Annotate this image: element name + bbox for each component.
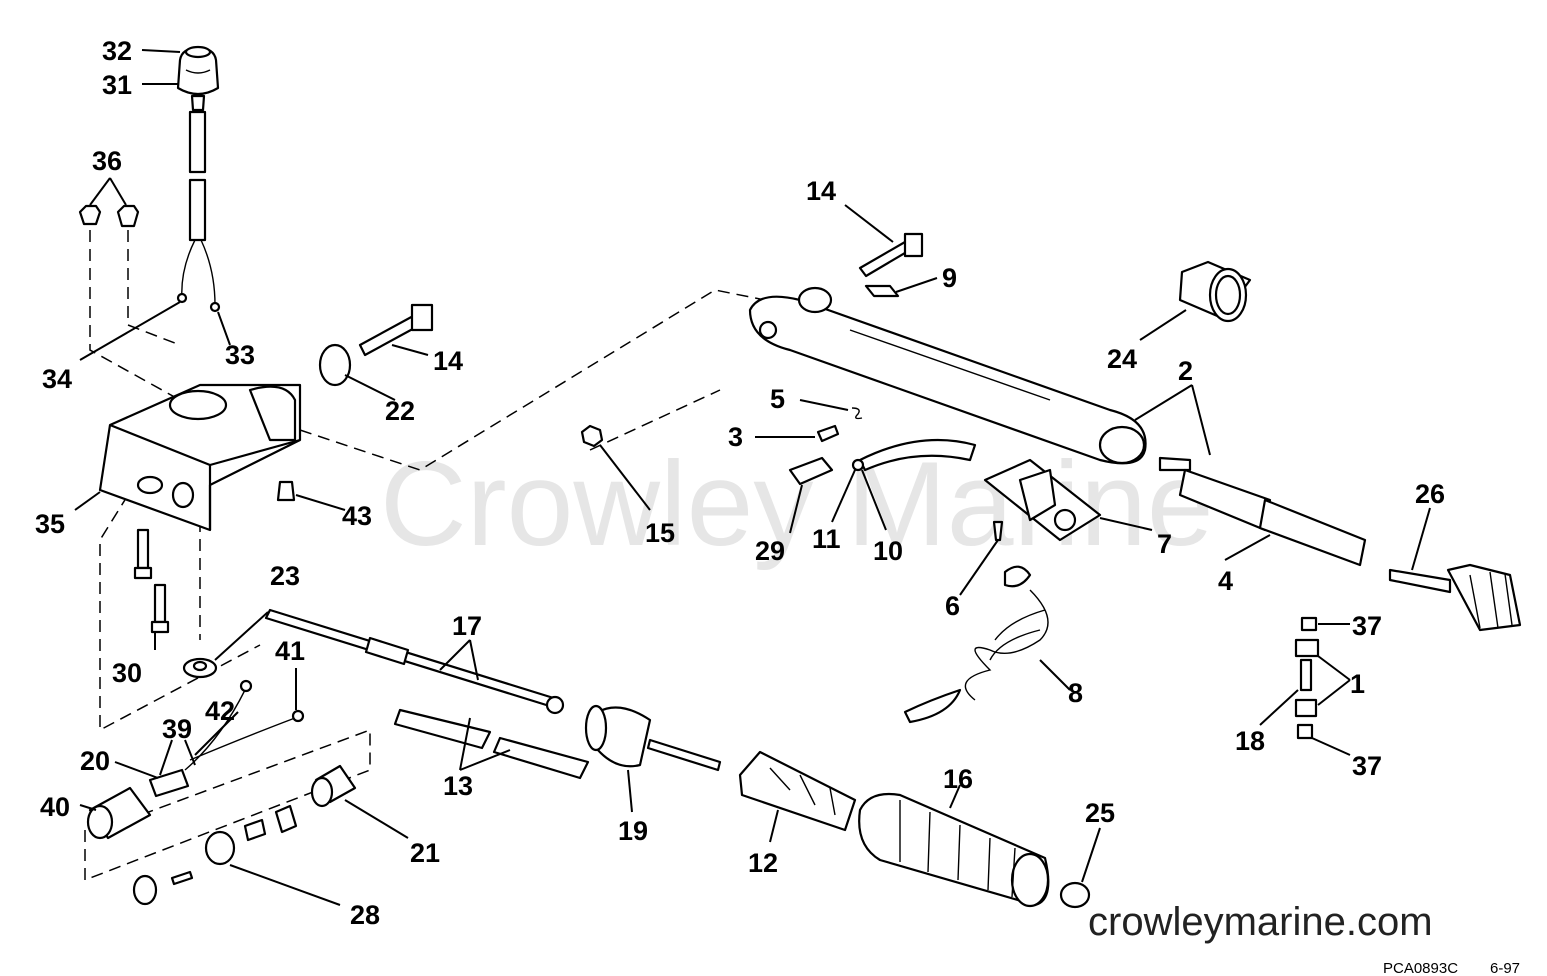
callout-4: 4 (1218, 566, 1233, 596)
callout-34: 34 (42, 364, 72, 394)
part-plug-29[interactable] (788, 456, 834, 486)
callout-13: 13 (443, 771, 473, 801)
part-washer-22[interactable] (318, 343, 352, 387)
callout-43: 43 (342, 501, 372, 531)
part-spring-5[interactable] (851, 407, 863, 420)
part-nut-15[interactable] (580, 424, 604, 448)
callout-32: 32 (102, 36, 132, 66)
callout-17: 17 (452, 611, 482, 641)
callout-21: 21 (410, 838, 440, 868)
callout-10: 10 (873, 536, 903, 566)
part-screws-30[interactable] (133, 528, 170, 634)
part-wire-harness[interactable] (176, 110, 221, 313)
part-grip-16[interactable] (858, 792, 1050, 908)
drawing-code: PCA0893C (1383, 960, 1458, 976)
part-plate-7[interactable] (983, 458, 1102, 542)
callout-14-left: 14 (433, 346, 463, 376)
part-kit-28[interactable] (132, 804, 298, 906)
part-pin-3[interactable] (816, 424, 840, 443)
part-bolt-14-right[interactable] (858, 232, 924, 278)
assembly-dashed-lines (84, 230, 791, 882)
callout-37-bottom: 37 (1352, 751, 1382, 781)
callout-18: 18 (1235, 726, 1265, 756)
callout-20: 20 (80, 746, 110, 776)
callout-15: 15 (645, 518, 675, 548)
callout-26: 26 (1415, 479, 1445, 509)
callout-22: 22 (385, 396, 415, 426)
part-bracket-35[interactable] (98, 383, 302, 532)
part-washer-23[interactable] (182, 657, 218, 679)
callout-24: 24 (1107, 344, 1137, 374)
callout-labels: 32 31 36 34 33 14 22 35 43 30 23 41 42 3… (35, 36, 1445, 930)
part-nuts-36[interactable] (78, 204, 140, 228)
part-wire-10-11[interactable] (851, 438, 977, 472)
part-cap-31-32[interactable] (176, 45, 220, 112)
callout-2: 2 (1178, 356, 1193, 386)
site-label[interactable]: crowleymarine.com (1088, 900, 1433, 944)
part-throttle-tube-4[interactable] (1158, 456, 1367, 567)
callout-6: 6 (945, 591, 960, 621)
callout-16: 16 (943, 764, 973, 794)
callout-1: 1 (1350, 669, 1365, 699)
callout-14-right: 14 (806, 176, 836, 206)
callout-30: 30 (112, 658, 142, 688)
callout-3: 3 (728, 422, 743, 452)
part-connector-20-40[interactable] (86, 679, 305, 840)
callout-12: 12 (748, 848, 778, 878)
callout-31: 31 (102, 70, 132, 100)
part-cap-25[interactable] (1059, 881, 1091, 909)
part-steering-arm[interactable] (748, 286, 1147, 465)
part-grip-housing-12[interactable] (738, 750, 857, 832)
callout-25: 25 (1085, 798, 1115, 828)
callout-33: 33 (225, 340, 255, 370)
callout-11: 11 (812, 524, 841, 554)
callout-28: 28 (350, 900, 380, 930)
callout-37-top: 37 (1352, 611, 1382, 641)
callout-36: 36 (92, 146, 122, 176)
callout-39: 39 (162, 714, 192, 744)
callout-9: 9 (942, 263, 957, 293)
callout-40: 40 (40, 792, 70, 822)
callout-41: 41 (275, 636, 305, 666)
callout-35: 35 (35, 509, 65, 539)
part-grip-end-26[interactable] (1388, 563, 1522, 632)
callout-42: 42 (205, 696, 235, 726)
part-tubes-13[interactable] (393, 708, 590, 780)
part-cable-17[interactable] (264, 608, 565, 715)
part-lanyard-8[interactable] (903, 565, 1049, 724)
part-hardware-1-18-37[interactable] (1294, 616, 1320, 740)
callout-7: 7 (1157, 529, 1172, 559)
callout-23: 23 (270, 561, 300, 591)
callout-19: 19 (618, 816, 648, 846)
part-bushing-21[interactable] (310, 764, 357, 808)
callout-8: 8 (1068, 678, 1083, 708)
part-fitting-43[interactable] (276, 480, 296, 502)
part-sleeve-24[interactable] (1178, 260, 1252, 323)
part-housing-19[interactable] (584, 704, 722, 772)
drawing-date: 6-97 (1490, 960, 1520, 976)
callout-5: 5 (770, 384, 785, 414)
part-bolt-14-left[interactable] (358, 303, 434, 357)
leader-lines (74, 49, 1431, 906)
part-clip-9[interactable] (864, 284, 900, 298)
part-screw-6[interactable] (992, 520, 1004, 542)
callout-29: 29 (755, 536, 785, 566)
